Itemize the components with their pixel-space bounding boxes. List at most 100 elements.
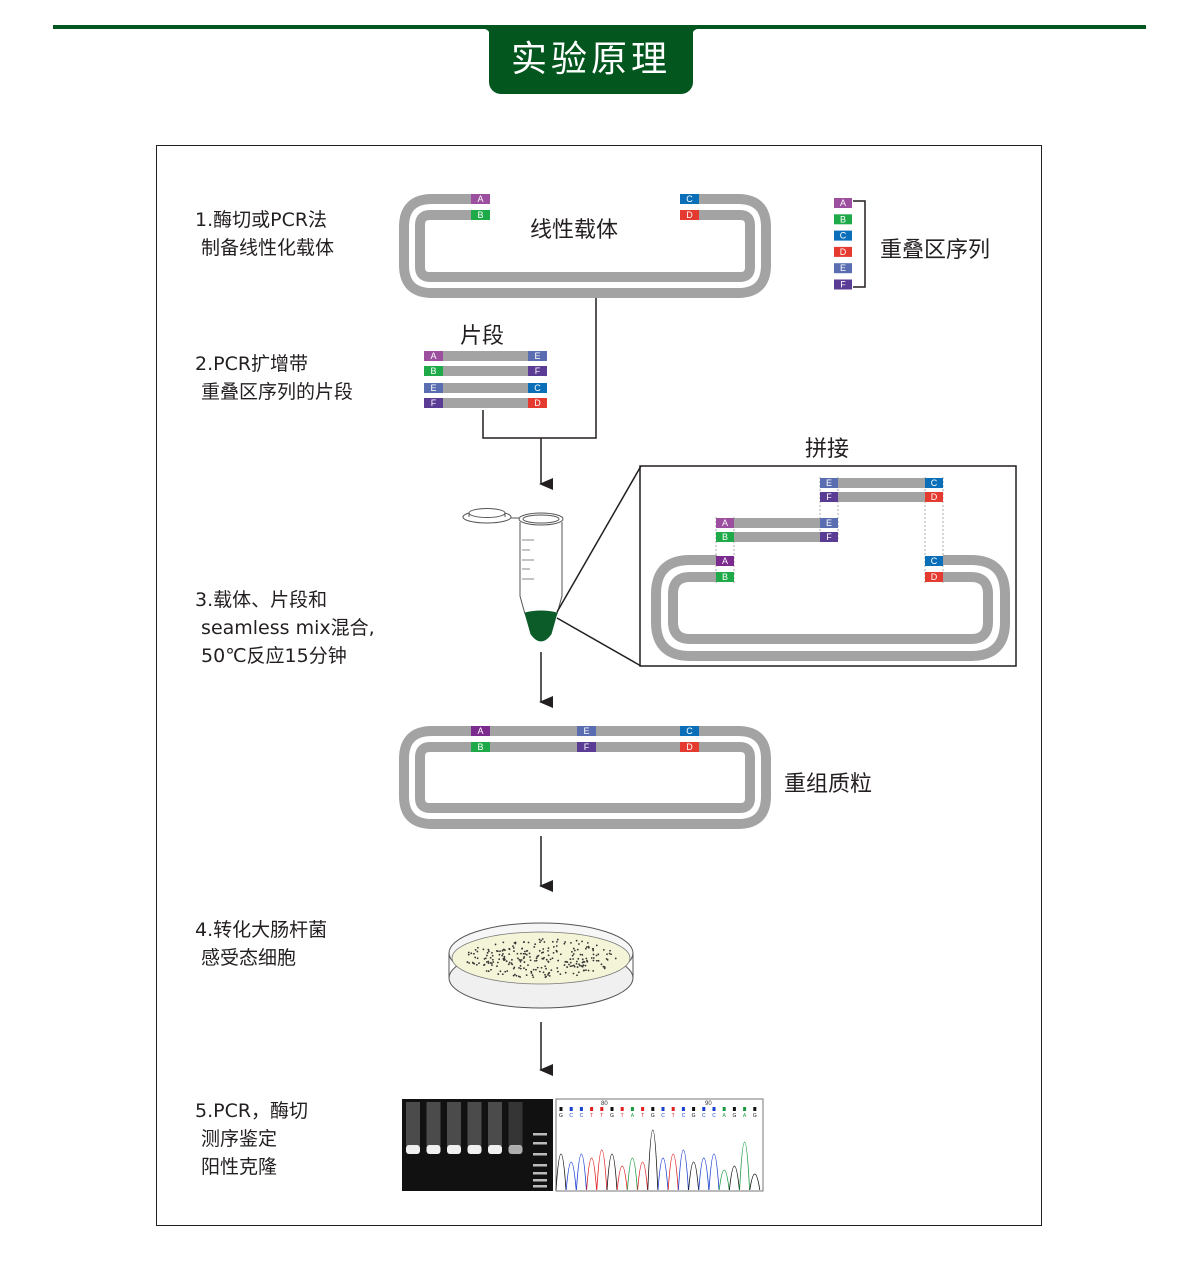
colony-dot	[571, 964, 573, 967]
colony-dot	[497, 973, 500, 975]
colony-dot	[491, 964, 493, 967]
colony-dot	[482, 948, 485, 951]
overlap-tag-e: E	[820, 478, 838, 488]
svg-text:A: A	[722, 556, 728, 566]
colony-dot	[538, 938, 541, 941]
base-call-marker	[692, 1107, 696, 1111]
colony-dot	[530, 972, 533, 974]
colony-dot	[597, 953, 600, 956]
colony-dot	[578, 943, 580, 945]
overlap-tag-f: F	[820, 532, 838, 542]
base-call-marker	[743, 1107, 747, 1111]
colony-dot	[524, 953, 527, 955]
dna-strand	[424, 398, 547, 408]
colony-dot	[517, 957, 519, 960]
colony-dot	[544, 965, 547, 968]
linear-vector	[399, 194, 771, 298]
colony-dot	[492, 961, 495, 963]
colony-dot	[478, 962, 480, 965]
colony-dot	[502, 953, 504, 955]
colony-dot	[579, 953, 582, 956]
step-3-line2: seamless mix混合,	[195, 617, 375, 639]
base-call-marker	[661, 1107, 665, 1111]
overlap-tag-e: E	[577, 726, 596, 736]
colony-dot	[512, 945, 514, 947]
colony-dot	[592, 947, 595, 950]
base-call: G	[559, 1113, 563, 1119]
colony-dot	[508, 961, 511, 964]
base-call: T	[641, 1113, 644, 1119]
colony-dot	[608, 952, 611, 955]
chromatogram-peak	[749, 1173, 761, 1191]
colony-dot	[583, 969, 585, 972]
colony-dot	[528, 952, 531, 955]
overlap-tag-b: B	[424, 366, 443, 376]
colony-dot	[529, 959, 532, 962]
colony-dot	[474, 949, 477, 951]
colony-dot	[592, 957, 595, 959]
base-call-marker	[610, 1107, 614, 1111]
colony-dot	[549, 958, 552, 961]
colony-dot	[586, 941, 589, 944]
colony-dot	[483, 957, 486, 960]
colony-dot	[606, 953, 608, 956]
base-call-marker	[641, 1107, 645, 1111]
colony-dot	[512, 967, 515, 970]
colony-dot	[512, 946, 515, 949]
colony-dot	[592, 949, 595, 952]
gel-lane	[426, 1102, 441, 1154]
base-call-marker	[630, 1107, 634, 1111]
colony-dot	[513, 941, 516, 944]
step-3-text: 3.载体、片段和 seamless mix混合, 50℃反应15分钟	[195, 586, 375, 670]
base-call: G	[732, 1113, 736, 1119]
dna-strand	[424, 366, 547, 376]
step-5-text: 5.PCR，酶切 测序鉴定 阳性克隆	[195, 1097, 308, 1181]
step-4-line1: 4.转化大肠杆菌	[195, 919, 328, 941]
base-call-marker	[559, 1107, 563, 1111]
colony-dot	[587, 969, 590, 972]
overlap-tag-a: A	[471, 726, 490, 736]
colony-dot	[568, 963, 570, 966]
dna-strand	[424, 351, 547, 361]
colony-dot	[595, 959, 598, 962]
colony-dot	[584, 947, 587, 950]
colony-dot	[551, 957, 554, 960]
overlap-tag-d: D	[834, 246, 852, 257]
base-call-marker	[722, 1107, 726, 1111]
colony-dot	[502, 948, 505, 951]
colony-dot	[557, 970, 559, 973]
colony-dot	[530, 970, 533, 973]
colony-dot	[496, 965, 498, 968]
base-call: C	[661, 1113, 665, 1119]
svg-text:E: E	[826, 518, 832, 528]
colony-dot	[547, 947, 550, 950]
overlap-tag-f: F	[528, 366, 547, 376]
chromatogram-peak	[616, 1165, 628, 1191]
gel-lane	[447, 1102, 461, 1154]
chromatogram-peak	[657, 1157, 669, 1191]
chromatogram-peak	[667, 1153, 679, 1191]
step-2-line1: 2.PCR扩增带	[195, 353, 309, 375]
colony-dot	[577, 957, 580, 960]
colony-dot	[548, 971, 551, 974]
svg-text:C: C	[931, 556, 938, 566]
colony-dot	[555, 945, 558, 947]
colony-dot	[542, 971, 545, 974]
colony-dot	[487, 970, 490, 973]
colony-dot	[543, 941, 546, 943]
colony-dot	[552, 946, 555, 948]
colony-dot	[610, 953, 612, 956]
step-2-text: 2.PCR扩增带 重叠区序列的片段	[195, 350, 353, 406]
colony-dot	[602, 965, 605, 968]
base-call-marker	[753, 1107, 757, 1111]
position-mark: 80	[601, 1101, 608, 1107]
colony-dot	[563, 964, 566, 966]
colony-dot	[516, 952, 519, 955]
colony-dot	[506, 970, 509, 972]
colony-dot	[573, 949, 576, 952]
base-call: C	[712, 1113, 716, 1119]
svg-text:F: F	[826, 532, 832, 542]
